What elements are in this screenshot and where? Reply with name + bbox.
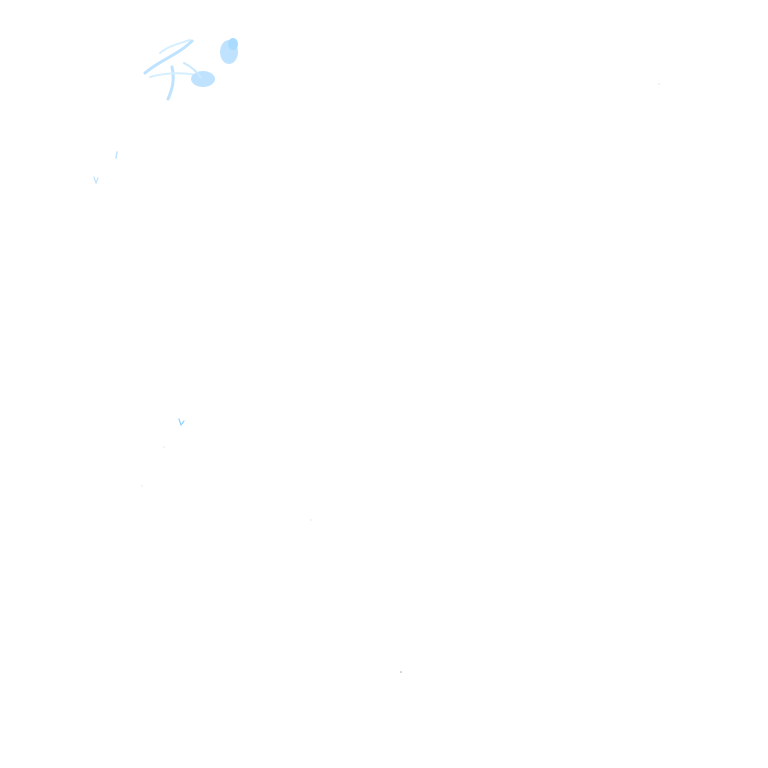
tiny-mark-artifact [115,151,118,159]
smudge-stroke [159,39,191,54]
smudge-stroke [183,62,202,79]
tiny-dot-artifact [310,519,312,521]
tiny-mark-artifact [93,176,99,185]
smudge-stroke [149,72,197,78]
tiny-dot-artifact [141,485,143,487]
blue-smudge-artifact [143,38,238,101]
tiny-mark-artifact [178,418,185,427]
smudge-blob [191,71,215,87]
tiny-dot-artifact [163,446,165,448]
smudge-blob [228,38,238,50]
smudge-stroke [166,65,175,101]
tiny-dot-artifact [400,671,402,673]
smudge-stroke [143,39,194,75]
tiny-dot-artifact [658,83,660,85]
